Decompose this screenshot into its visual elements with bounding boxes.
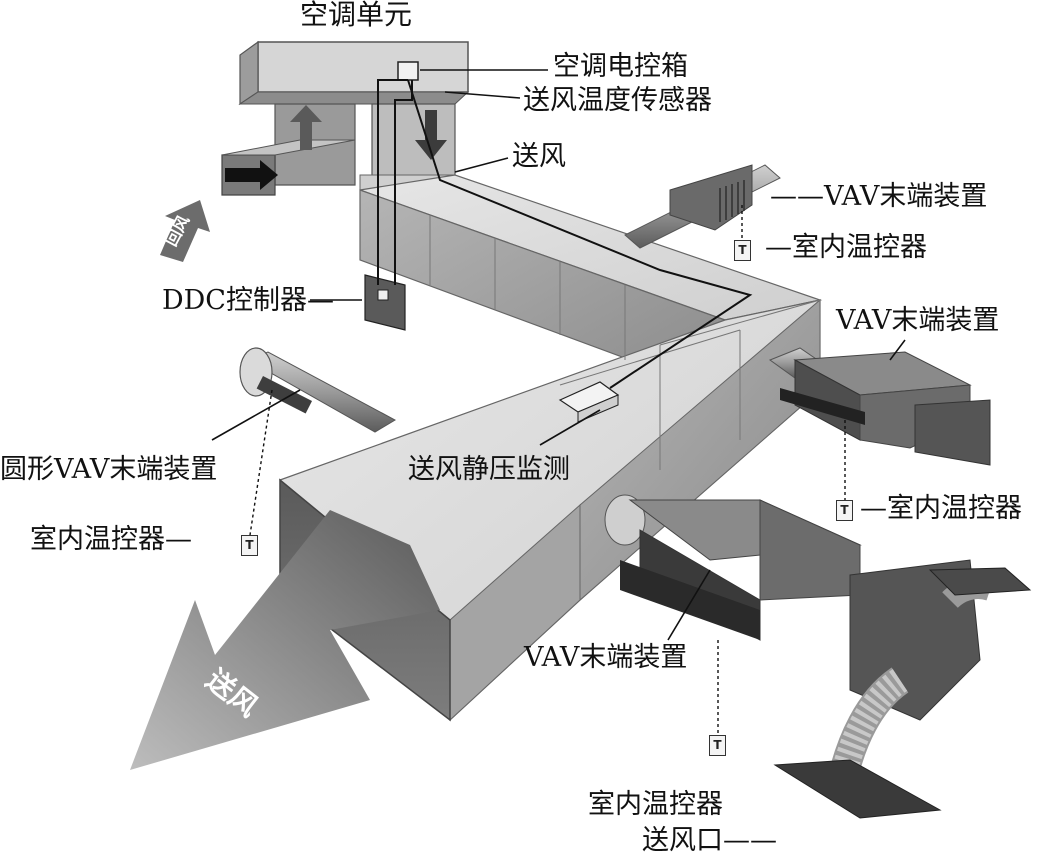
label-round-vav-terminal: 圆形VAV末端装置 xyxy=(0,454,218,485)
label-ahu: 空调单元 xyxy=(300,0,413,31)
thermostat-icon: T xyxy=(734,240,751,261)
vav-terminal-bottom xyxy=(604,494,1032,819)
ahu-unit xyxy=(221,40,470,196)
label-supply-outlet: 送风口—— xyxy=(642,825,777,856)
label-supply-temp-sensor: 送风温度传感器 xyxy=(523,85,712,116)
label-supply-static-pressure: 送风静压监测 xyxy=(408,454,570,485)
leader-lines xyxy=(211,69,906,641)
label-ddc-controller: DDC控制器— xyxy=(162,285,334,316)
thermostat-icon: T xyxy=(836,500,853,521)
label-ahu-control-box: 空调电控箱 xyxy=(553,51,688,82)
static-pressure-sensor xyxy=(558,381,620,423)
label-thermostat-1: —室内温控器 xyxy=(765,232,927,263)
round-vav-branch xyxy=(239,347,397,433)
label-thermostat-2: —室内温控器 xyxy=(860,493,1022,524)
label-supply-air: 送风 xyxy=(512,141,566,172)
vav-terminal-top xyxy=(624,164,781,249)
label-thermostat-bottom: 室内温控器 xyxy=(588,789,723,820)
thermostat-icon: T xyxy=(709,735,726,756)
thermostat-wiring xyxy=(249,205,846,735)
label-thermostat-left: 室内温控器— xyxy=(30,524,192,555)
label-vav-terminal-1: ——VAV末端装置 xyxy=(770,181,988,212)
control-wiring xyxy=(377,79,753,389)
label-vav-terminal-3: VAV末端装置 xyxy=(524,642,688,673)
thermostat-icon: T xyxy=(241,535,258,556)
label-vav-terminal-2: VAV末端装置 xyxy=(836,305,1000,336)
vav-terminal-right xyxy=(768,347,991,466)
supply-air-arrow xyxy=(130,510,440,770)
return-air-arrow xyxy=(160,200,210,262)
ddc-controller xyxy=(364,274,406,331)
